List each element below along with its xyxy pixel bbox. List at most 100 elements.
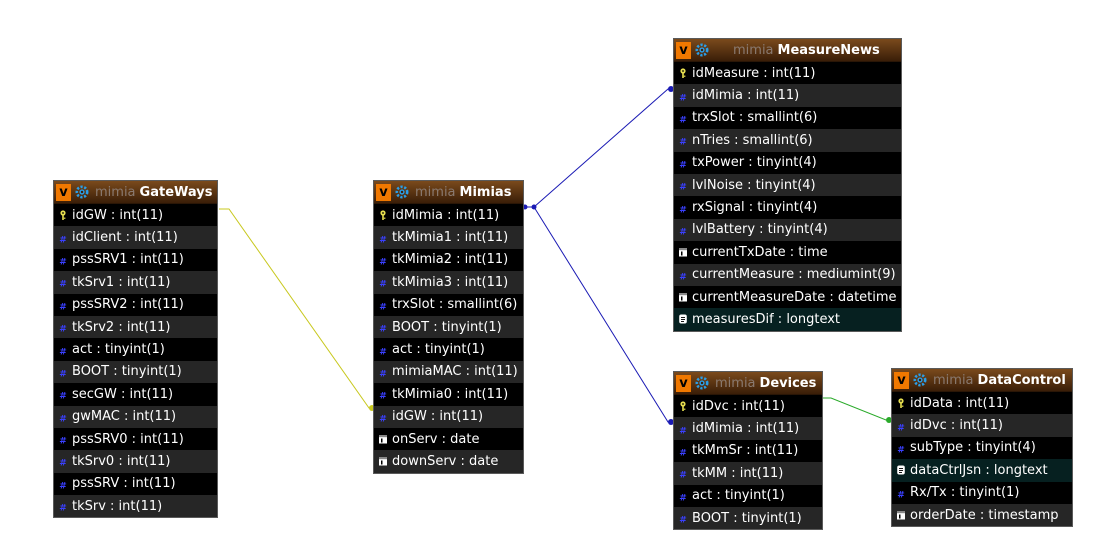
collapse-toggle-button[interactable]: v	[676, 41, 691, 59]
field-row[interactable]: orderDate : timestamp	[892, 503, 1072, 527]
field-label: pssSRV2 : int(11)	[72, 297, 184, 313]
field-row[interactable]: #idClient : int(11)	[54, 226, 217, 249]
table-devices[interactable]: v mimia Devices idDvc : int(11) # idMimia …	[673, 371, 823, 531]
collapse-toggle-button[interactable]: v	[676, 374, 691, 392]
relation-devices-datacontrol[interactable]	[822, 397, 892, 423]
field-row[interactable]: #tkMmSr : int(11)	[674, 439, 822, 463]
field-row[interactable]: idMeasure : int(11)	[674, 62, 901, 85]
table-mimias[interactable]: v mimia Mimias idMimia : int(11) #tkMimia…	[373, 180, 524, 474]
field-row[interactable]: #BOOT : tinyint(1)	[674, 506, 822, 530]
gear-icon[interactable]	[695, 43, 709, 57]
field-row[interactable]: #idDvc : int(11)	[892, 414, 1072, 437]
svg-text:#: #	[59, 347, 67, 356]
database-name: mimia	[415, 184, 456, 200]
field-row[interactable]: #tkMimia1 : int(11)	[374, 226, 523, 249]
field-row[interactable]: #txPower : tinyint(4)	[674, 151, 901, 174]
field-row[interactable]: #lvlBattery : tinyint(4)	[674, 218, 901, 242]
table-header[interactable]: v mimia Devices	[674, 372, 822, 395]
field-row[interactable]: #tkMM : int(11)	[674, 462, 822, 485]
field-row[interactable]: idGW : int(11)	[54, 204, 217, 227]
field-row[interactable]: #mimiaMAC : int(11)	[374, 360, 523, 384]
field-label: currentMeasure : mediumint(9)	[692, 267, 896, 283]
gear-icon[interactable]	[395, 185, 409, 199]
field-row[interactable]: # tkSrv0 : int(11)	[54, 450, 217, 473]
table-header[interactable]: v mimia DataControl	[892, 369, 1072, 392]
field-row[interactable]: #pssSRV1 : int(11)	[54, 248, 217, 272]
field-row[interactable]: onServ : date	[374, 427, 523, 451]
field-row[interactable]: #tkSrv2 : int(11)	[54, 315, 217, 339]
field-row[interactable]: #lvlNoise : tinyint(4)	[674, 173, 901, 197]
field-row[interactable]: #pssSRV0 : int(11)	[54, 427, 217, 451]
field-label: tkSrv1 : int(11)	[72, 274, 171, 290]
field-row[interactable]: #tkMimia3 : int(11)	[374, 271, 523, 294]
field-row[interactable]: #tkMimia2 : int(11)	[374, 248, 523, 272]
gear-icon[interactable]	[75, 185, 89, 199]
svg-text:#: #	[679, 448, 687, 457]
number-type-icon: #	[54, 500, 71, 513]
table-measurenews[interactable]: v mimia MeasureNews idMeasure : int(11)#…	[673, 38, 902, 332]
field-row[interactable]: #trxSlot : smallint(6)	[374, 293, 523, 316]
field-label: idMimia : int(11)	[392, 207, 500, 223]
svg-text:#: #	[59, 481, 67, 490]
field-row[interactable]: #subType : tinyint(4)	[892, 436, 1072, 460]
table-header[interactable]: v mimia GateWays	[54, 181, 217, 204]
database-name: mimia	[715, 375, 756, 391]
field-row[interactable]: measuresDif : longtext	[674, 308, 901, 331]
svg-text:#: #	[679, 426, 687, 435]
field-row[interactable]: idData : int(11)	[892, 392, 1072, 415]
table-datacontrol[interactable]: v mimia DataControl idData : int(11) #idD…	[891, 368, 1073, 528]
field-row[interactable]: #idMimia : int(11)	[674, 84, 901, 107]
relation-mimias-measurenews[interactable]	[522, 86, 675, 210]
field-label: idMimia : int(11)	[692, 421, 800, 437]
field-row[interactable]: #currentMeasure : mediumint(9)	[674, 263, 901, 286]
field-row[interactable]: #act : tinyint(1)	[674, 484, 822, 507]
field-row[interactable]: #pssSRV : int(11)	[54, 472, 217, 496]
relation-gateways-mimias[interactable]	[219, 208, 375, 411]
table-name: Mimias	[459, 184, 512, 200]
field-row[interactable]: #gwMAC : int(11)	[54, 405, 217, 428]
number-type-icon: #	[892, 442, 909, 454]
field-row[interactable]: # idMimia : int(11)	[674, 417, 822, 440]
table-gateways[interactable]: v mimia GateWays idGW : int(11)#idClient…	[53, 180, 218, 519]
table-header[interactable]: v mimia MeasureNews	[674, 39, 901, 62]
field-label: BOOT : tinyint(1)	[692, 510, 802, 526]
field-row[interactable]: idMimia : int(11)	[374, 204, 523, 227]
field-row[interactable]: #tkSrv : int(11)	[54, 495, 217, 518]
gear-icon[interactable]	[913, 373, 927, 387]
svg-text:#: #	[379, 325, 387, 334]
table-name: MeasureNews	[777, 42, 880, 58]
number-type-icon: #	[54, 433, 71, 446]
field-row[interactable]: idDvc : int(11)	[674, 395, 822, 418]
collapse-toggle-button[interactable]: v	[56, 183, 71, 201]
number-type-icon: #	[54, 478, 71, 490]
field-row[interactable]: #tkSrv1 : int(11)	[54, 271, 217, 294]
field-row[interactable]: #BOOT : tinyint(1)	[54, 360, 217, 384]
field-row[interactable]: #tkMimia0 : int(11)	[374, 383, 523, 406]
svg-text:#: #	[59, 459, 67, 468]
table-header[interactable]: v mimia Mimias	[374, 181, 523, 204]
number-type-icon: #	[674, 467, 691, 480]
collapse-toggle-button[interactable]: v	[894, 371, 909, 389]
field-label: currentMeasureDate : datetime	[692, 289, 897, 305]
field-row[interactable]: #trxSlot : smallint(6)	[674, 106, 901, 130]
field-row[interactable]: #BOOT : tinyint(1)	[374, 315, 523, 339]
field-row[interactable]: #act : tinyint(1)	[374, 338, 523, 361]
field-row[interactable]: #act : tinyint(1)	[54, 338, 217, 361]
field-row[interactable]: #pssSRV2 : int(11)	[54, 293, 217, 316]
field-row[interactable]: #secGW : int(11)	[54, 383, 217, 406]
field-row[interactable]: #Rx/Tx : tinyint(1)	[892, 481, 1072, 504]
field-label: idData : int(11)	[910, 395, 1010, 411]
field-row[interactable]: #idGW : int(11)	[374, 405, 523, 428]
field-label: dataCtrlJsn : longtext	[910, 462, 1048, 478]
field-row[interactable]: #rxSignal : tinyint(4)	[674, 196, 901, 219]
field-row[interactable]: currentMeasureDate : datetime	[674, 285, 901, 309]
field-label: tkSrv0 : int(11)	[72, 453, 171, 469]
svg-text:#: #	[379, 392, 387, 401]
gear-icon[interactable]	[695, 376, 709, 390]
field-row[interactable]: downServ : date	[374, 450, 523, 473]
relation-mimias-devices[interactable]	[531, 204, 675, 426]
field-row[interactable]: currentTxDate : time	[674, 241, 901, 264]
field-row[interactable]: dataCtrlJsn : longtext	[892, 459, 1072, 482]
field-row[interactable]: #nTries : smallint(6)	[674, 129, 901, 152]
collapse-toggle-button[interactable]: v	[376, 183, 391, 201]
